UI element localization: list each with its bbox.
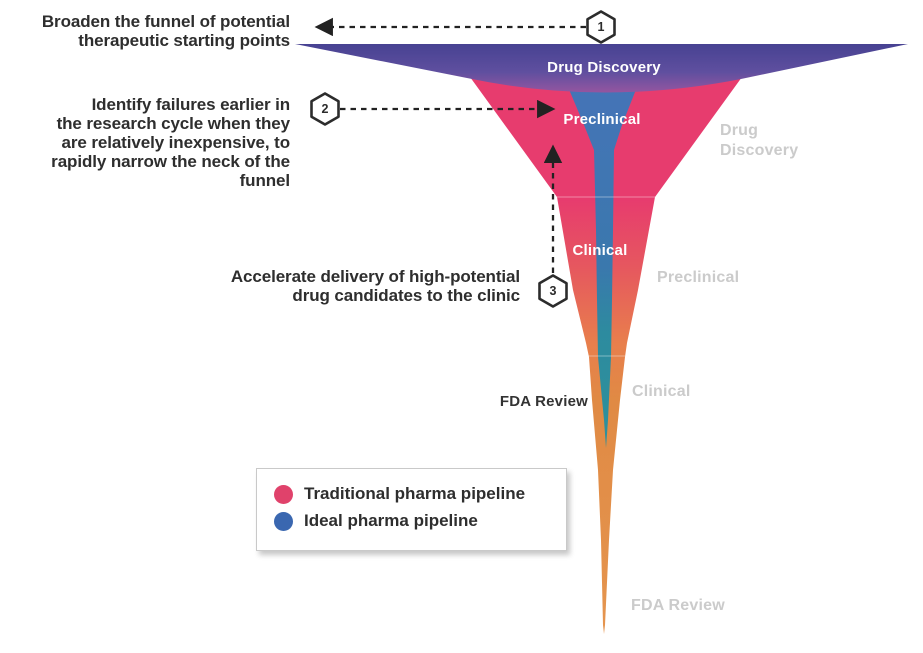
hexagon-badge-1 <box>586 10 616 44</box>
annotation-2-line-1: Identify failures earlier in <box>91 95 291 114</box>
annotation-2-line-4: rapidly narrow the neck of the <box>51 152 290 171</box>
legend: Traditional pharma pipeline Ideal pharma… <box>256 468 567 551</box>
stage-label-preclinical: Preclinical <box>563 111 641 128</box>
side-label-drug-discovery: Drug Discovery <box>720 122 799 159</box>
annotation-2-line-5: funnel <box>239 171 291 190</box>
legend-item-ideal: Ideal pharma pipeline <box>274 511 566 531</box>
annotation-2-line-3: are relatively inexpensive, to <box>61 133 290 152</box>
annotation-1-line-2: therapeutic starting points <box>78 31 290 50</box>
hexagon-badge-2 <box>310 92 340 126</box>
annotation-3-text: Accelerate delivery of high-potential dr… <box>140 267 520 305</box>
legend-label-traditional: Traditional pharma pipeline <box>304 484 526 503</box>
legend-swatch-traditional <box>274 484 293 504</box>
annotation-2-line-2: the research cycle when they <box>56 114 291 133</box>
hexagon-badge-3 <box>538 274 568 308</box>
broadened-funnel-top-shape <box>295 44 908 93</box>
legend-item-traditional: Traditional pharma pipeline <box>274 484 566 504</box>
stage-label-clinical: Clinical <box>572 242 628 259</box>
hexagon-number-3: 3 <box>549 284 557 298</box>
hexagon-number-2: 2 <box>321 102 329 116</box>
side-label-fda-review: FDA Review <box>631 597 725 614</box>
annotation-2-text: Identify failures earlier in the researc… <box>0 95 290 190</box>
stage-label-drug-discovery: Drug Discovery <box>547 59 661 76</box>
hexagon-number-1: 1 <box>597 20 605 34</box>
annotation-3-line-2: drug candidates to the clinic <box>292 286 520 305</box>
annotation-1-text: Broaden the funnel of potential therapeu… <box>0 12 290 50</box>
stage-label-fda-review: FDA Review <box>499 393 588 410</box>
side-label-clinical: Clinical <box>632 383 691 400</box>
side-label-preclinical: Preclinical <box>657 269 740 286</box>
annotation-1-line-1: Broaden the funnel of potential <box>41 12 290 31</box>
ideal-funnel-shape <box>568 87 637 448</box>
legend-swatch-ideal <box>274 511 293 531</box>
legend-label-ideal: Ideal pharma pipeline <box>304 511 478 530</box>
annotation-3-line-1: Accelerate delivery of high-potential <box>230 267 520 286</box>
